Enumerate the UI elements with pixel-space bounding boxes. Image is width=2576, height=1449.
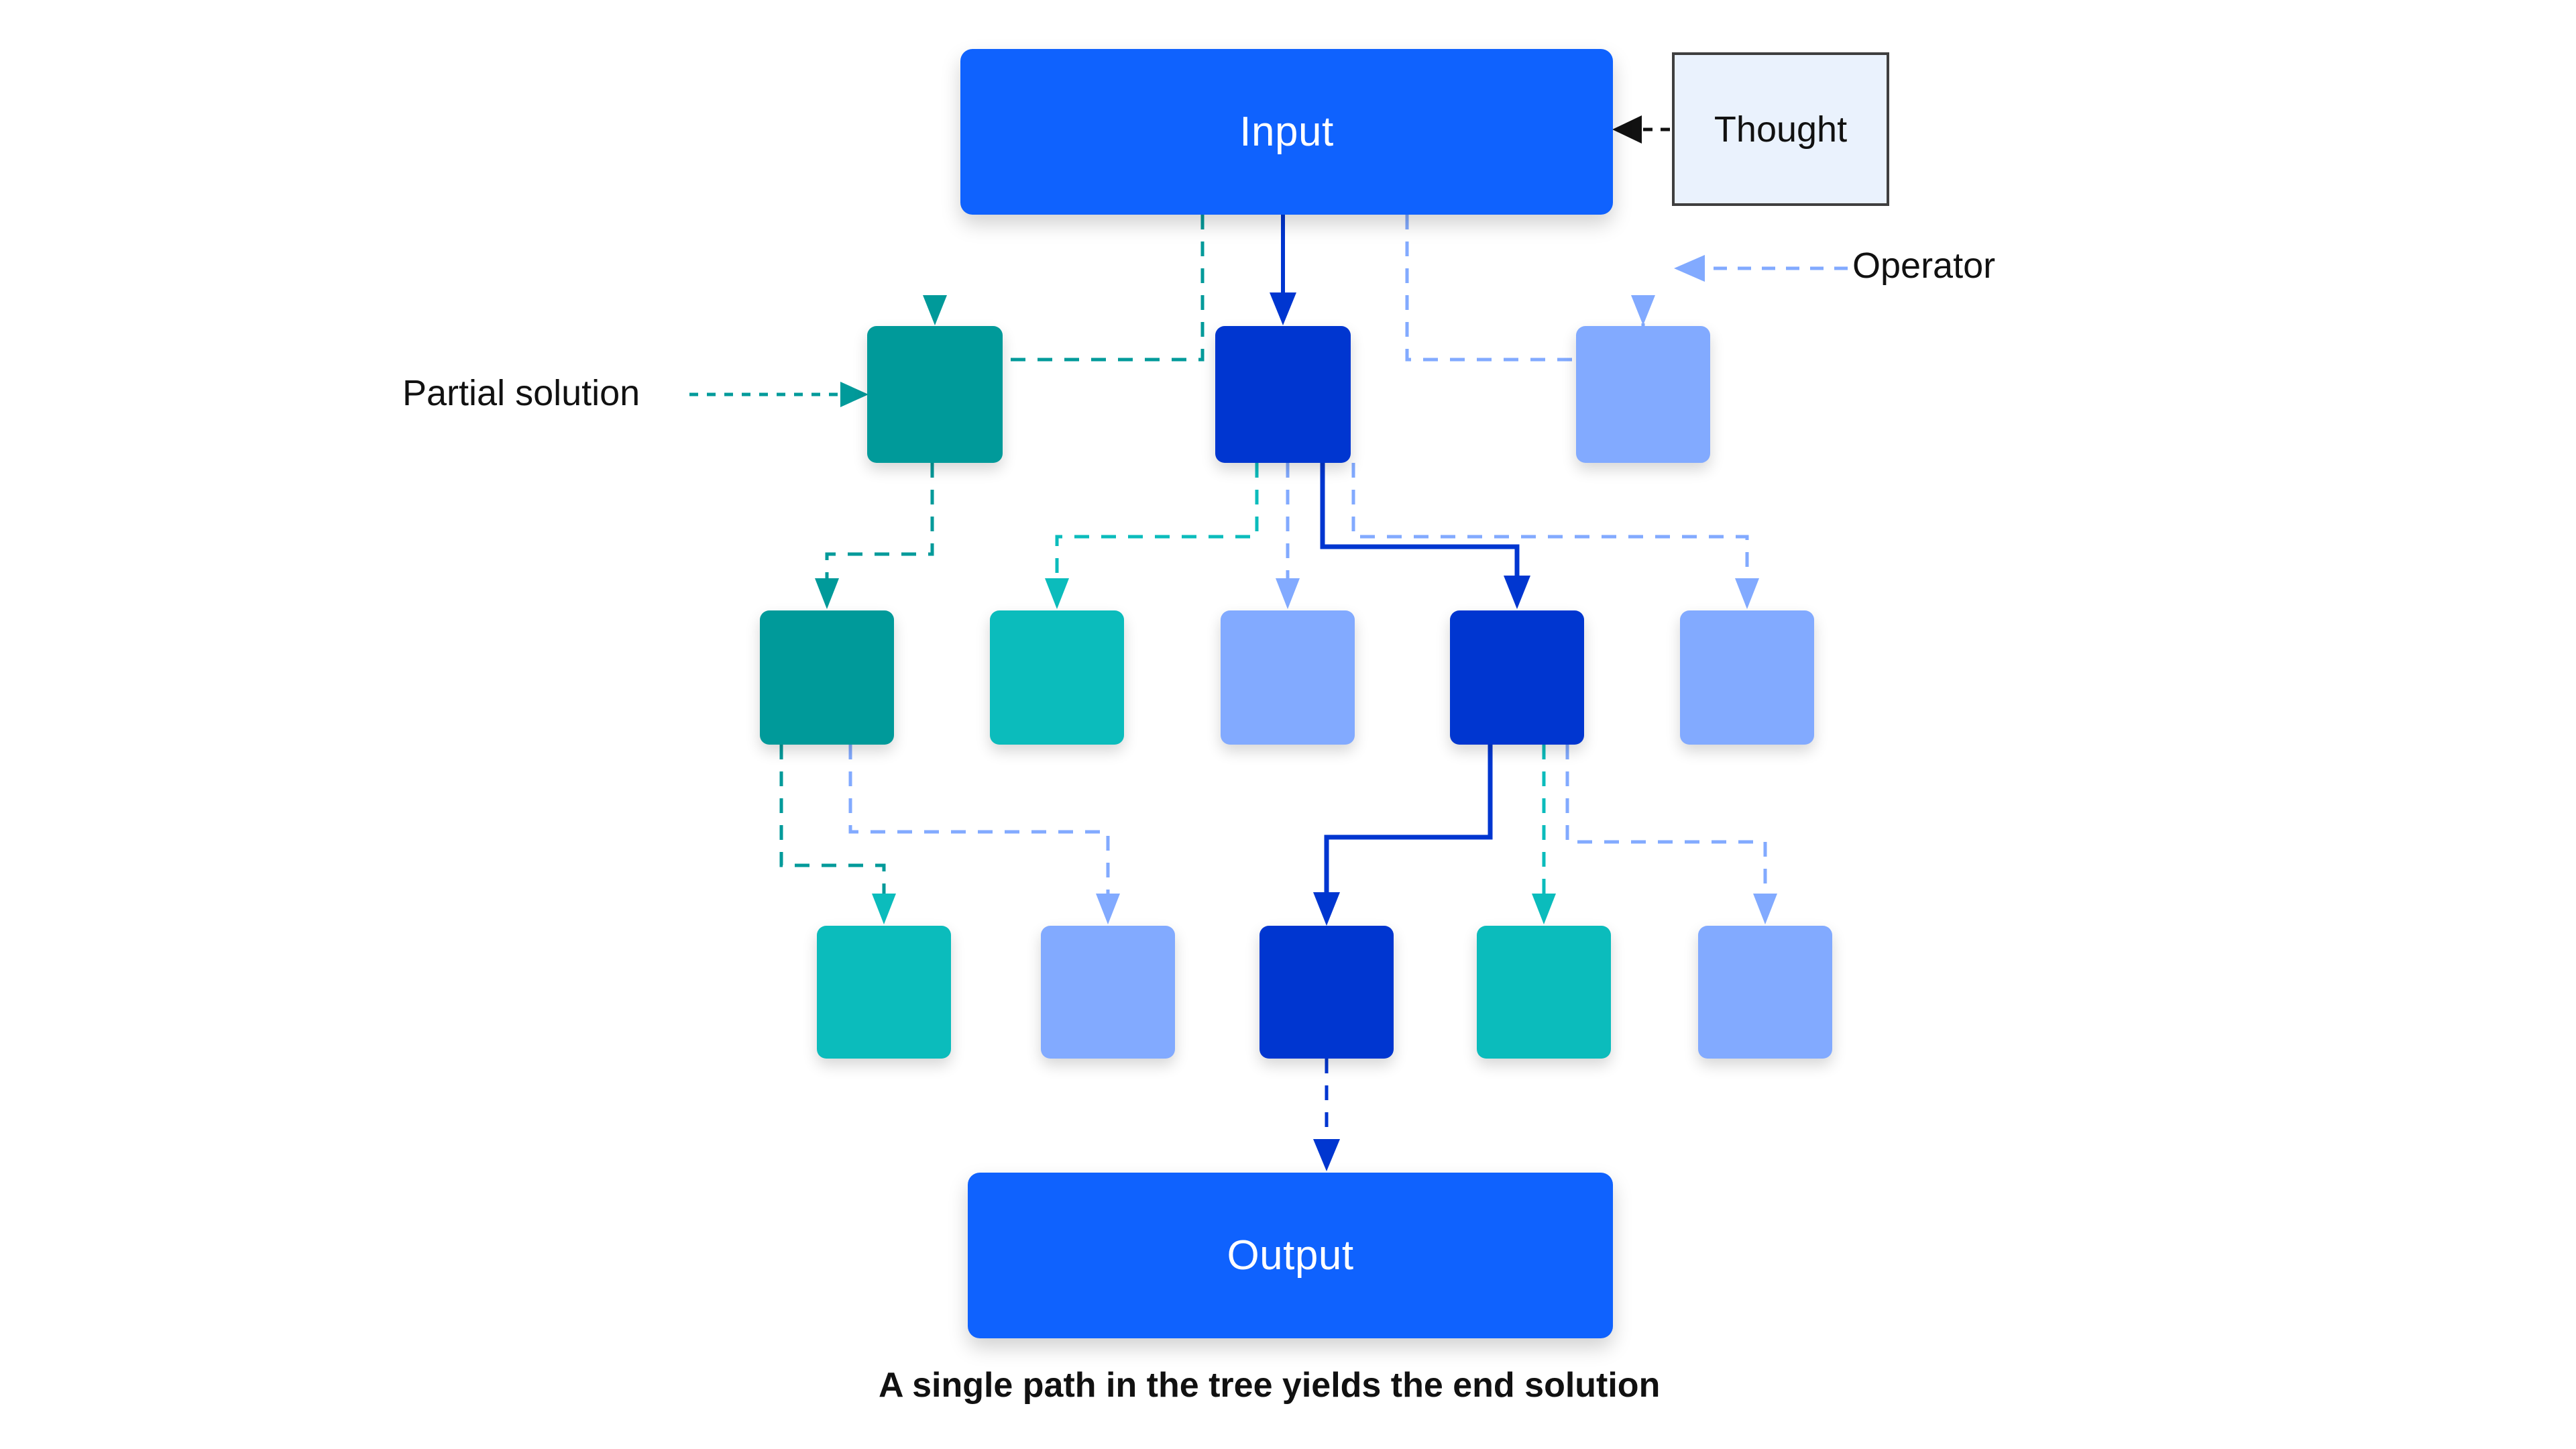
edge-r2c4-to-r3c5 — [1565, 745, 1777, 924]
edge-r1c2-to-r2c3 — [1276, 463, 1300, 609]
edge-r1c2-to-r2c5 — [1351, 463, 1759, 609]
operator-legend-label: Operator — [1852, 246, 1996, 286]
edge-thought-pointer — [1612, 115, 1670, 144]
edge-r1c1-to-r2c1 — [815, 463, 934, 609]
diagram-caption: A single path in the tree yields the end… — [879, 1366, 1661, 1405]
tree-node-r3c2[interactable] — [1041, 926, 1175, 1059]
edge-operator-pointer — [1674, 255, 1848, 282]
edge-r2c4-to-r3c4 — [1532, 745, 1556, 924]
tree-node-r3c3[interactable] — [1259, 926, 1394, 1059]
output-node[interactable]: Output — [968, 1173, 1613, 1338]
tree-node-r2c2[interactable] — [990, 610, 1124, 745]
edge-partial-solution-pointer — [689, 382, 869, 407]
tree-node-r2c5[interactable] — [1680, 610, 1814, 745]
edge-r2c4-to-r3c3 — [1313, 745, 1493, 926]
thought-legend-box[interactable]: Thought — [1672, 52, 1889, 206]
edge-r2c1-to-r3c2 — [848, 745, 1120, 924]
edge-r1c2-to-r2c2 — [1045, 463, 1259, 609]
tree-node-r2c3[interactable] — [1221, 610, 1355, 745]
partial-solution-legend-label: Partial solution — [402, 373, 640, 413]
tree-node-r2c1[interactable] — [760, 610, 894, 745]
tree-node-r3c4[interactable] — [1477, 926, 1611, 1059]
tree-node-r1c1[interactable] — [867, 326, 1003, 463]
tree-node-r3c1[interactable] — [817, 926, 951, 1059]
edge-r3c3-to-output — [1313, 1059, 1340, 1171]
tree-node-r1c2[interactable] — [1215, 326, 1351, 463]
edge-input-to-r1c2 — [1270, 215, 1296, 325]
edge-r1c2-to-r2c4 — [1320, 463, 1530, 609]
tree-node-r3c5[interactable] — [1698, 926, 1832, 1059]
edge-r2c1-to-r3c1 — [779, 745, 896, 924]
input-node[interactable]: Input — [960, 49, 1613, 215]
tree-node-r2c4[interactable] — [1450, 610, 1584, 745]
tree-node-r1c3[interactable] — [1576, 326, 1710, 463]
